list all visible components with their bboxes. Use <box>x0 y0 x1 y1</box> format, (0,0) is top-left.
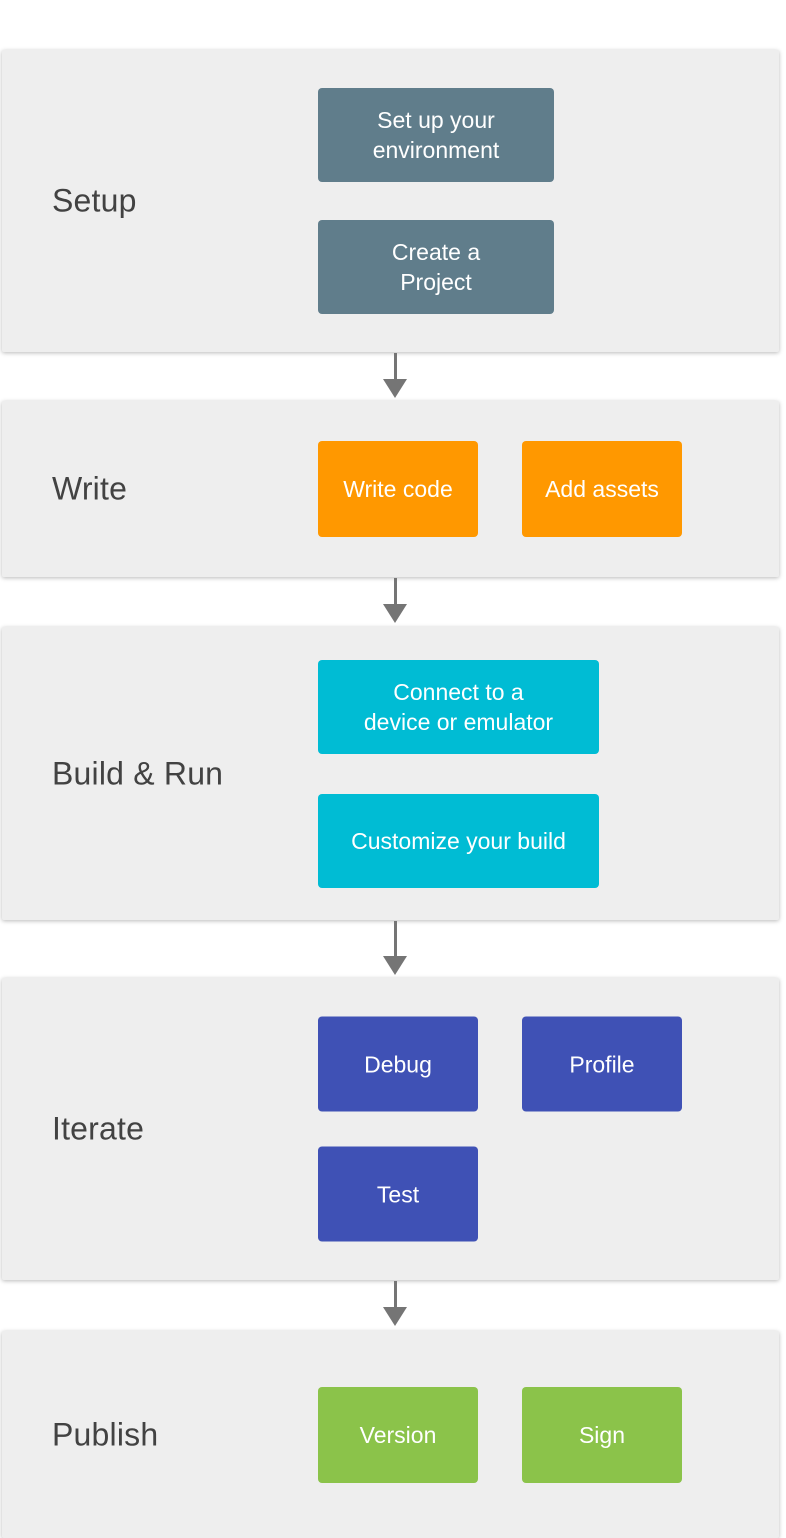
section-iterate-buttons: Debug Profile Test <box>318 1016 682 1242</box>
flow-arrow-shaft <box>393 578 397 604</box>
flow-arrow-shaft <box>393 921 397 956</box>
add-assets-button[interactable]: Add assets <box>522 441 682 537</box>
section-write-buttons: Write code Add assets <box>318 441 682 537</box>
sign-button[interactable]: Sign <box>522 1386 682 1483</box>
connect-device-emulator-button[interactable]: Connect to a device or emulator <box>318 659 599 754</box>
write-code-button[interactable]: Write code <box>318 441 478 537</box>
section-setup-label: Setup <box>52 182 137 219</box>
debug-button[interactable]: Debug <box>318 1016 478 1112</box>
profile-button[interactable]: Profile <box>522 1016 682 1112</box>
version-button[interactable]: Version <box>318 1386 478 1483</box>
section-iterate: Iterate Debug Profile Test <box>2 978 779 1280</box>
customize-build-button[interactable]: Customize your build <box>318 793 599 888</box>
section-write: Write Write code Add assets <box>2 401 779 577</box>
flow-arrow <box>383 578 407 623</box>
flow-arrow <box>383 353 407 398</box>
flow-arrow-shaft <box>393 353 397 379</box>
section-publish: Publish Version Sign <box>2 1331 779 1538</box>
flow-arrow <box>383 1281 407 1326</box>
test-button[interactable]: Test <box>318 1146 478 1242</box>
flow-arrow-head <box>383 956 407 975</box>
flow-arrow <box>383 921 407 975</box>
setup-environment-button[interactable]: Set up your environment <box>318 88 554 182</box>
section-build-run-label: Build & Run <box>52 755 224 792</box>
section-iterate-label: Iterate <box>52 1110 145 1147</box>
flow-arrow-head <box>383 1307 407 1326</box>
section-setup: Setup Set up your environment Create a P… <box>2 50 779 352</box>
flow-arrow-head <box>383 604 407 623</box>
section-build-run: Build & Run Connect to a device or emula… <box>2 627 779 920</box>
section-write-label: Write <box>52 470 128 507</box>
create-project-button[interactable]: Create a Project <box>318 220 554 314</box>
flow-arrow-head <box>383 379 407 398</box>
flow-arrow-shaft <box>393 1281 397 1307</box>
section-setup-buttons: Set up your environment Create a Project <box>318 88 554 314</box>
section-build-run-buttons: Connect to a device or emulator Customiz… <box>318 659 599 888</box>
section-publish-label: Publish <box>52 1416 159 1453</box>
section-publish-buttons: Version Sign <box>318 1386 682 1483</box>
